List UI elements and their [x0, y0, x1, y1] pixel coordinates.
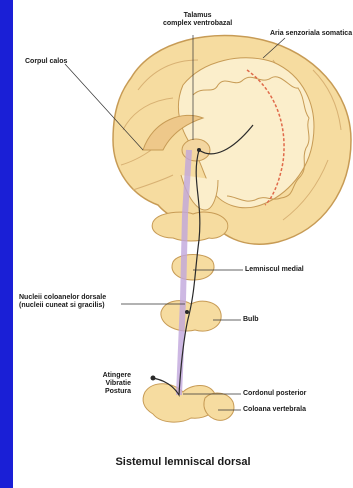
- label-spinal-column: Coloana vertebrala: [243, 406, 306, 414]
- label-corpus-callosum: Corpul calos: [25, 58, 67, 66]
- label-thalamus-line1: Talamus: [163, 12, 232, 20]
- label-bulb: Bulb: [243, 316, 259, 324]
- pons-slice: [152, 212, 228, 241]
- label-dorsal-nuclei-line2: (nucleii cuneat si gracilis): [19, 302, 106, 310]
- label-posture: Postura: [89, 388, 131, 396]
- medulla-upper: [172, 255, 214, 281]
- label-sensations: Atingere Vibratie Postura: [89, 372, 131, 396]
- label-dorsal-nuclei: Nucleii coloanelor dorsale (nucleii cune…: [19, 294, 106, 310]
- dorsal-nucleus-neuron: [185, 310, 189, 314]
- label-dorsal-nuclei-line1: Nucleii coloanelor dorsale: [19, 294, 106, 302]
- label-somatosensory: Aria senzoriala somatica I: [270, 30, 353, 38]
- label-posterior-cord: Cordonul posterior: [243, 390, 306, 398]
- diagram-caption: Sistemul lemniscal dorsal: [13, 456, 353, 468]
- label-touch: Atingere: [89, 372, 131, 380]
- diagram-panel: Talamus complex ventrobazal Aria senzori…: [13, 0, 353, 488]
- vertebra-body: [204, 393, 234, 420]
- label-thalamus-line2: complex ventrobazal: [163, 20, 232, 28]
- label-vibration: Vibratie: [89, 380, 131, 388]
- label-thalamus: Talamus complex ventrobazal: [163, 12, 232, 28]
- ganglion-neuron: [151, 376, 156, 381]
- label-medial-lemniscus: Lemniscul medial: [245, 266, 304, 274]
- thalamic-neuron: [197, 148, 201, 152]
- brain-diagram: [13, 0, 353, 488]
